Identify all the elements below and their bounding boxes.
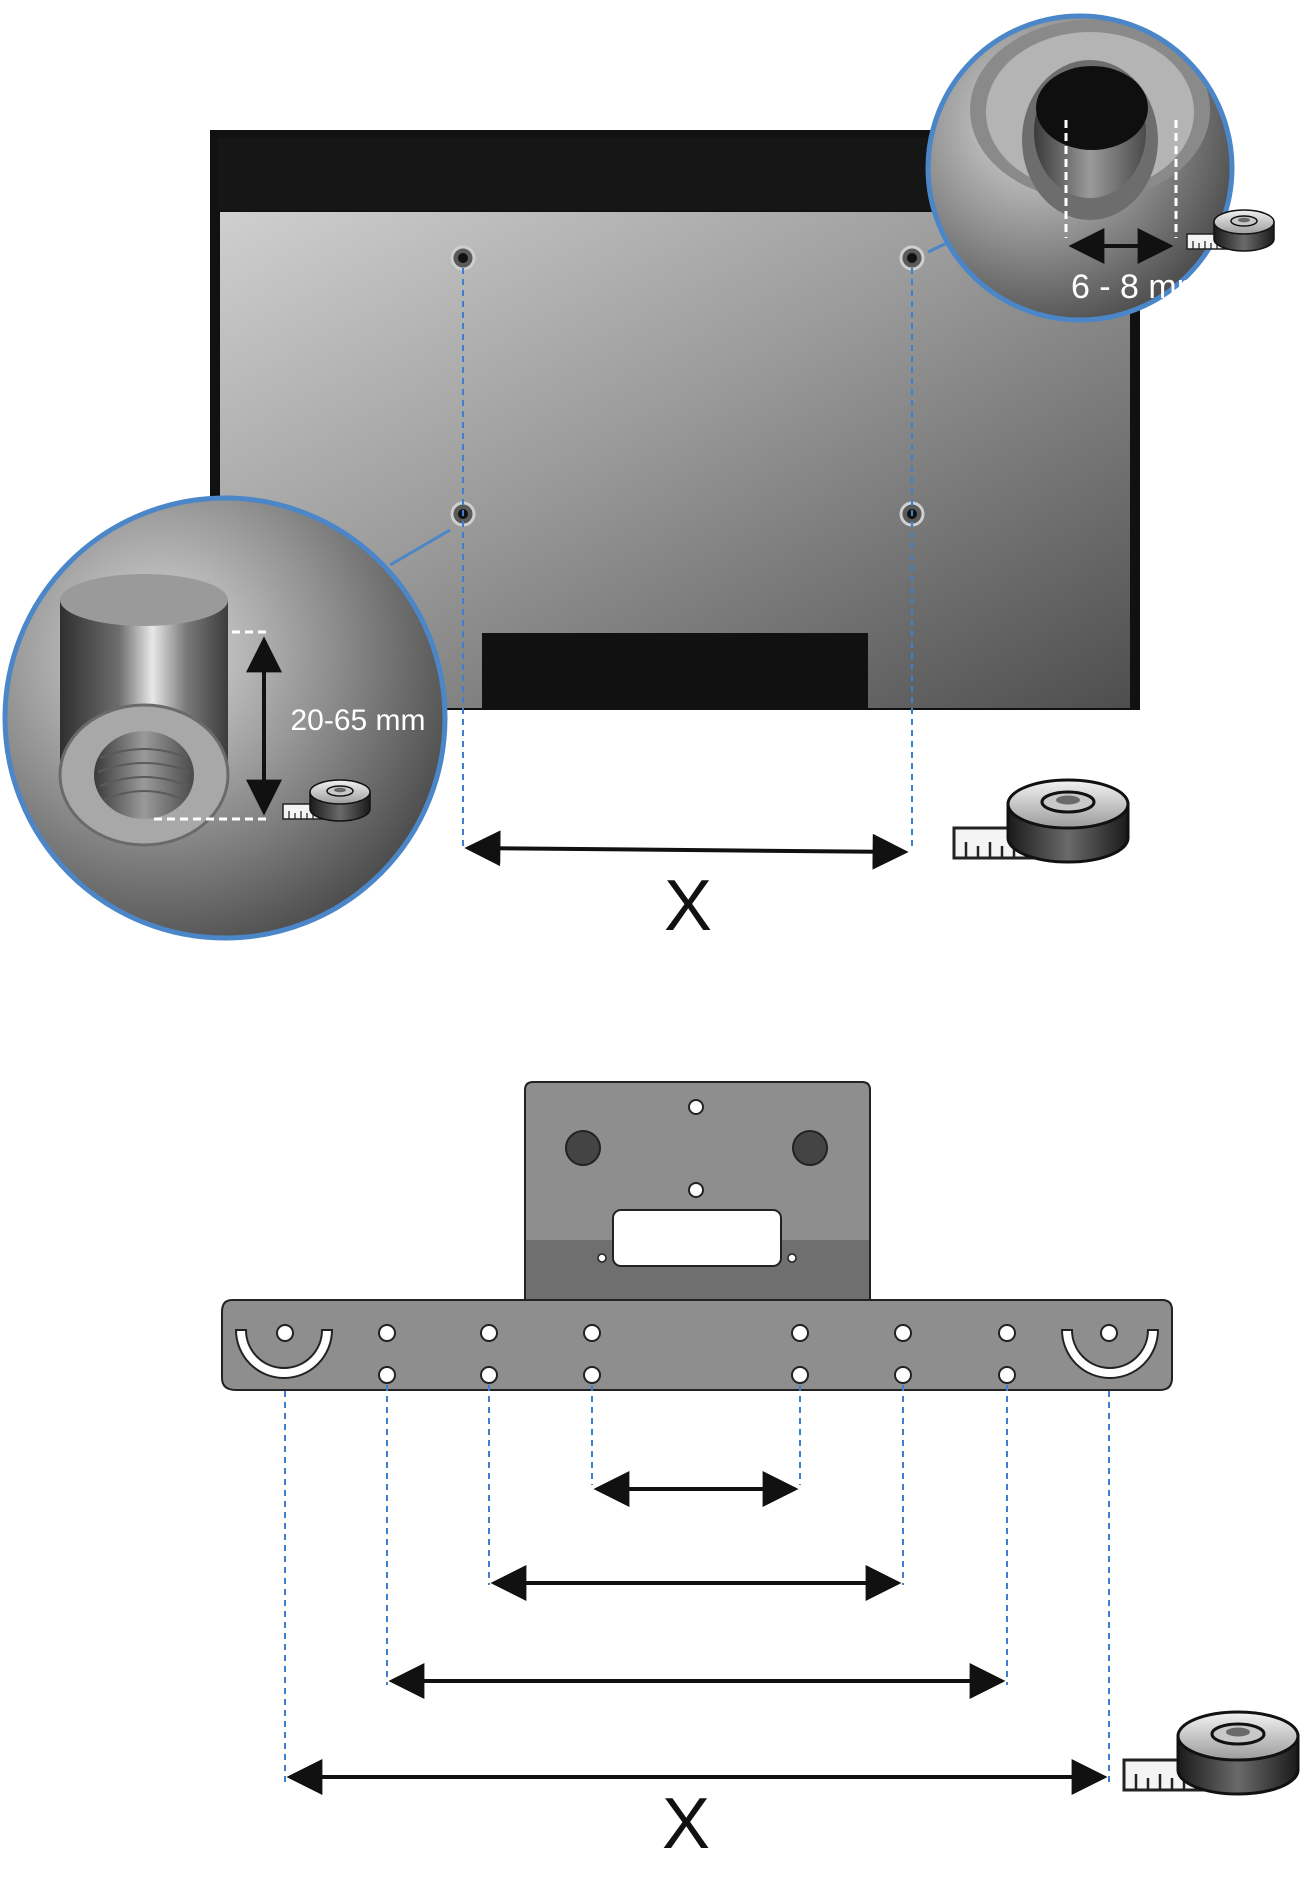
bracket-distance-label: X [662,1784,710,1864]
zoom-connector-left [389,528,451,567]
bolt-depth-label: 20-65 mm [290,704,425,737]
zoom-circle-thread-diameter: 6 - 8 mm [925,13,1235,323]
tv-distance-label: X [664,866,712,946]
vesa-insert-top-left [450,245,476,271]
vesa-insert-top-right [899,245,925,271]
wall-bracket [221,1081,1173,1391]
tape-measure-icon [952,778,1130,864]
tv-guide-lines [462,268,913,850]
tv-distance-arrow [464,830,909,870]
bracket-guide-lines [284,1385,1110,1785]
thread-diameter-label: 6 - 8 mm [1071,268,1205,306]
bracket-distance-arrows [286,1471,1108,1795]
bracket-holes [276,1324,1118,1384]
tv-stand-connector [482,633,868,708]
tape-measure-icon-bottom [1122,1710,1300,1796]
zoom-circle-bolt-depth: 20-65 mm [2,495,448,941]
